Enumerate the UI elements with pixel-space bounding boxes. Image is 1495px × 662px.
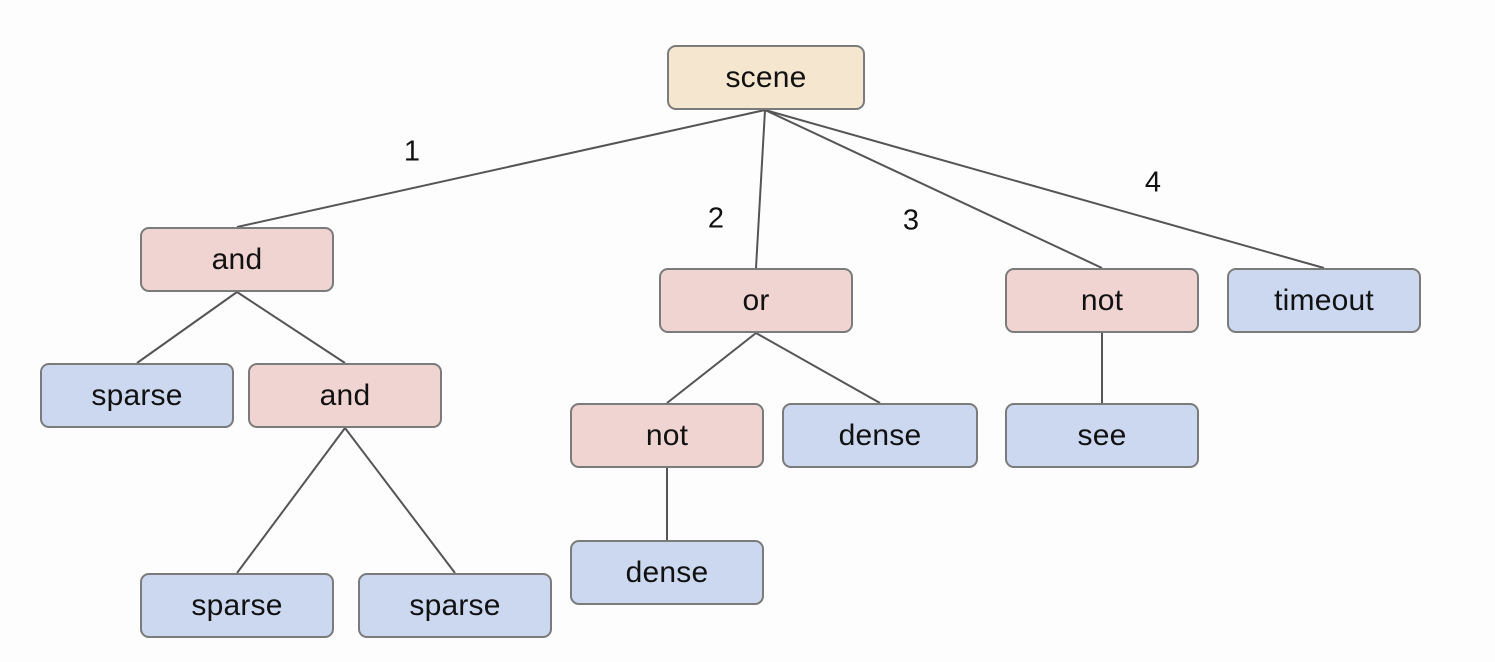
tree-edge-and2-to-sparse2 bbox=[236, 427, 346, 574]
tree-edge-scene-to-not1 bbox=[764, 109, 1103, 269]
tree-node-sparse3[interactable]: sparse bbox=[358, 573, 552, 638]
tree-edge-or1-to-dense1 bbox=[755, 332, 881, 404]
tree-edge-scene-to-or1 bbox=[755, 109, 766, 269]
tree-node-scene[interactable]: scene bbox=[667, 45, 865, 110]
tree-edge-and1-to-and2 bbox=[236, 291, 346, 364]
tree-node-dense2[interactable]: dense bbox=[570, 540, 764, 605]
tree-node-timeout1[interactable]: timeout bbox=[1227, 268, 1421, 333]
tree-node-not1[interactable]: not bbox=[1005, 268, 1199, 333]
tree-node-dense1[interactable]: dense bbox=[782, 403, 978, 468]
edge-label-4: 4 bbox=[1144, 166, 1162, 199]
tree-node-not2[interactable]: not bbox=[570, 403, 764, 468]
tree-node-sparse1[interactable]: sparse bbox=[40, 363, 234, 428]
tree-node-and1[interactable]: and bbox=[140, 227, 334, 292]
edge-label-1: 1 bbox=[403, 135, 421, 168]
tree-node-and2[interactable]: and bbox=[248, 363, 442, 428]
tree-edge-or1-to-not2 bbox=[666, 332, 757, 404]
tree-edge-scene-to-and1 bbox=[236, 109, 766, 228]
tree-edge-scene-to-timeout1 bbox=[764, 109, 1325, 269]
tree-node-sparse2[interactable]: sparse bbox=[140, 573, 334, 638]
tree-node-or1[interactable]: or bbox=[659, 268, 853, 333]
edge-label-3: 3 bbox=[902, 204, 920, 237]
tree-edge-and1-to-sparse1 bbox=[136, 291, 238, 364]
tree-node-see1[interactable]: see bbox=[1005, 403, 1199, 468]
tree-edge-and2-to-sparse3 bbox=[344, 427, 456, 574]
edge-label-2: 2 bbox=[707, 202, 725, 235]
